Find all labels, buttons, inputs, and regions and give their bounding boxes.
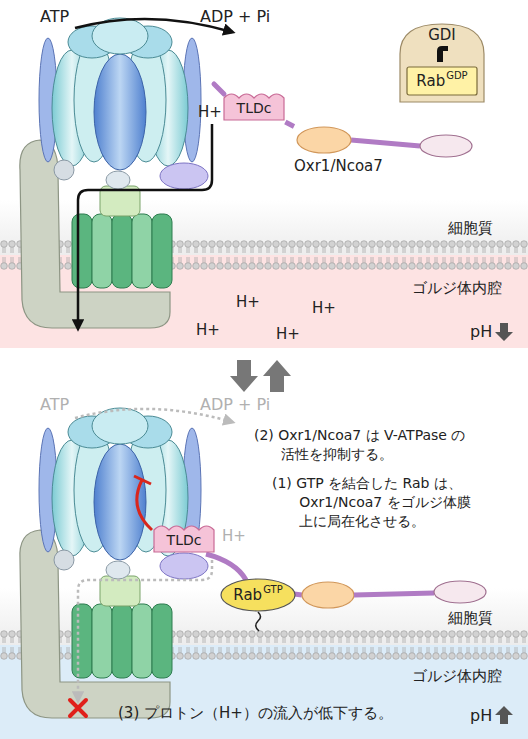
label-text: H+ <box>196 320 220 340</box>
label-text: (2) Oxr1/Ncoa7 は V-ATPase の 活性を抑制する。 <box>254 426 501 464</box>
label-text: ATP <box>40 6 69 28</box>
label-text: 細胞質 <box>448 608 493 628</box>
tldc-domain: TLDc <box>152 522 216 554</box>
label-text: pH <box>470 321 492 343</box>
label-text: ATP <box>40 394 69 416</box>
node-shape <box>294 126 406 184</box>
label-text: H+ <box>222 526 246 546</box>
label-text: ADP + Pi <box>200 394 270 416</box>
protein-domain: Oxr1/Ncoa7 <box>294 126 406 184</box>
superscript-text: GDP <box>446 70 467 81</box>
node-text: TLDc <box>167 532 202 548</box>
label-text: (3) プロトン（H+）の流入が低下する。 <box>118 703 393 723</box>
label-text: H+ <box>312 298 336 318</box>
label-text: (1) GTP を結合した Rab は、 Oxr1/Ncoa7 をゴルジ体膜 上… <box>272 474 499 531</box>
rab-protein: RabGDP <box>406 66 478 96</box>
v-atpase <box>20 18 208 328</box>
tldc-domain: TLDc <box>222 90 286 122</box>
label-text: ADP + Pi <box>200 6 270 28</box>
node-text: TLDc <box>237 100 272 116</box>
label-text: H+ <box>276 324 300 344</box>
superscript-text: GTP <box>263 584 283 595</box>
label-text: ゴルジ体内腔 <box>412 666 502 686</box>
v-atpase <box>20 408 208 718</box>
label-text: 細胞質 <box>448 218 493 238</box>
label-text: pH <box>470 705 492 727</box>
label-text: H+ <box>236 292 260 312</box>
node-text: Rab <box>416 72 445 90</box>
gdi-protein: GDI RabGDP <box>398 20 486 104</box>
node-text: Rab <box>233 586 262 604</box>
node-text: Oxr1/Ncoa7 <box>294 157 383 175</box>
node-text: GDI <box>428 26 456 44</box>
label-text: ゴルジ体内腔 <box>412 278 502 298</box>
rab-protein: RabGTP <box>220 578 296 612</box>
protein-linker <box>285 122 294 126</box>
label-text: H+ <box>198 102 222 122</box>
